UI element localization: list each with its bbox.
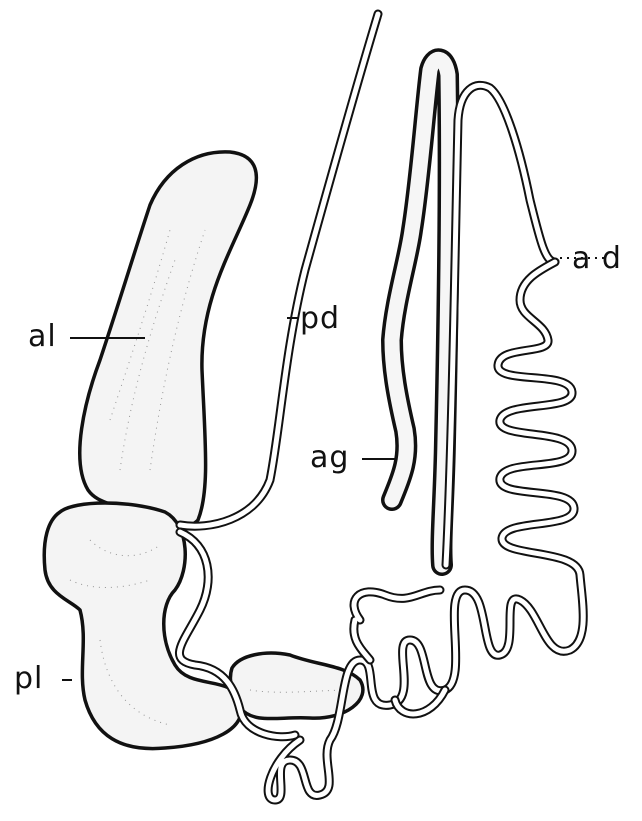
anterior-lobe bbox=[80, 152, 257, 526]
posterior-lobe bbox=[44, 503, 241, 749]
pd-label: pd bbox=[300, 301, 340, 336]
ag-label: ag bbox=[310, 440, 349, 475]
al-label: al bbox=[28, 319, 57, 354]
pl-label: pl bbox=[14, 661, 43, 696]
ad-label: a d bbox=[572, 241, 622, 276]
